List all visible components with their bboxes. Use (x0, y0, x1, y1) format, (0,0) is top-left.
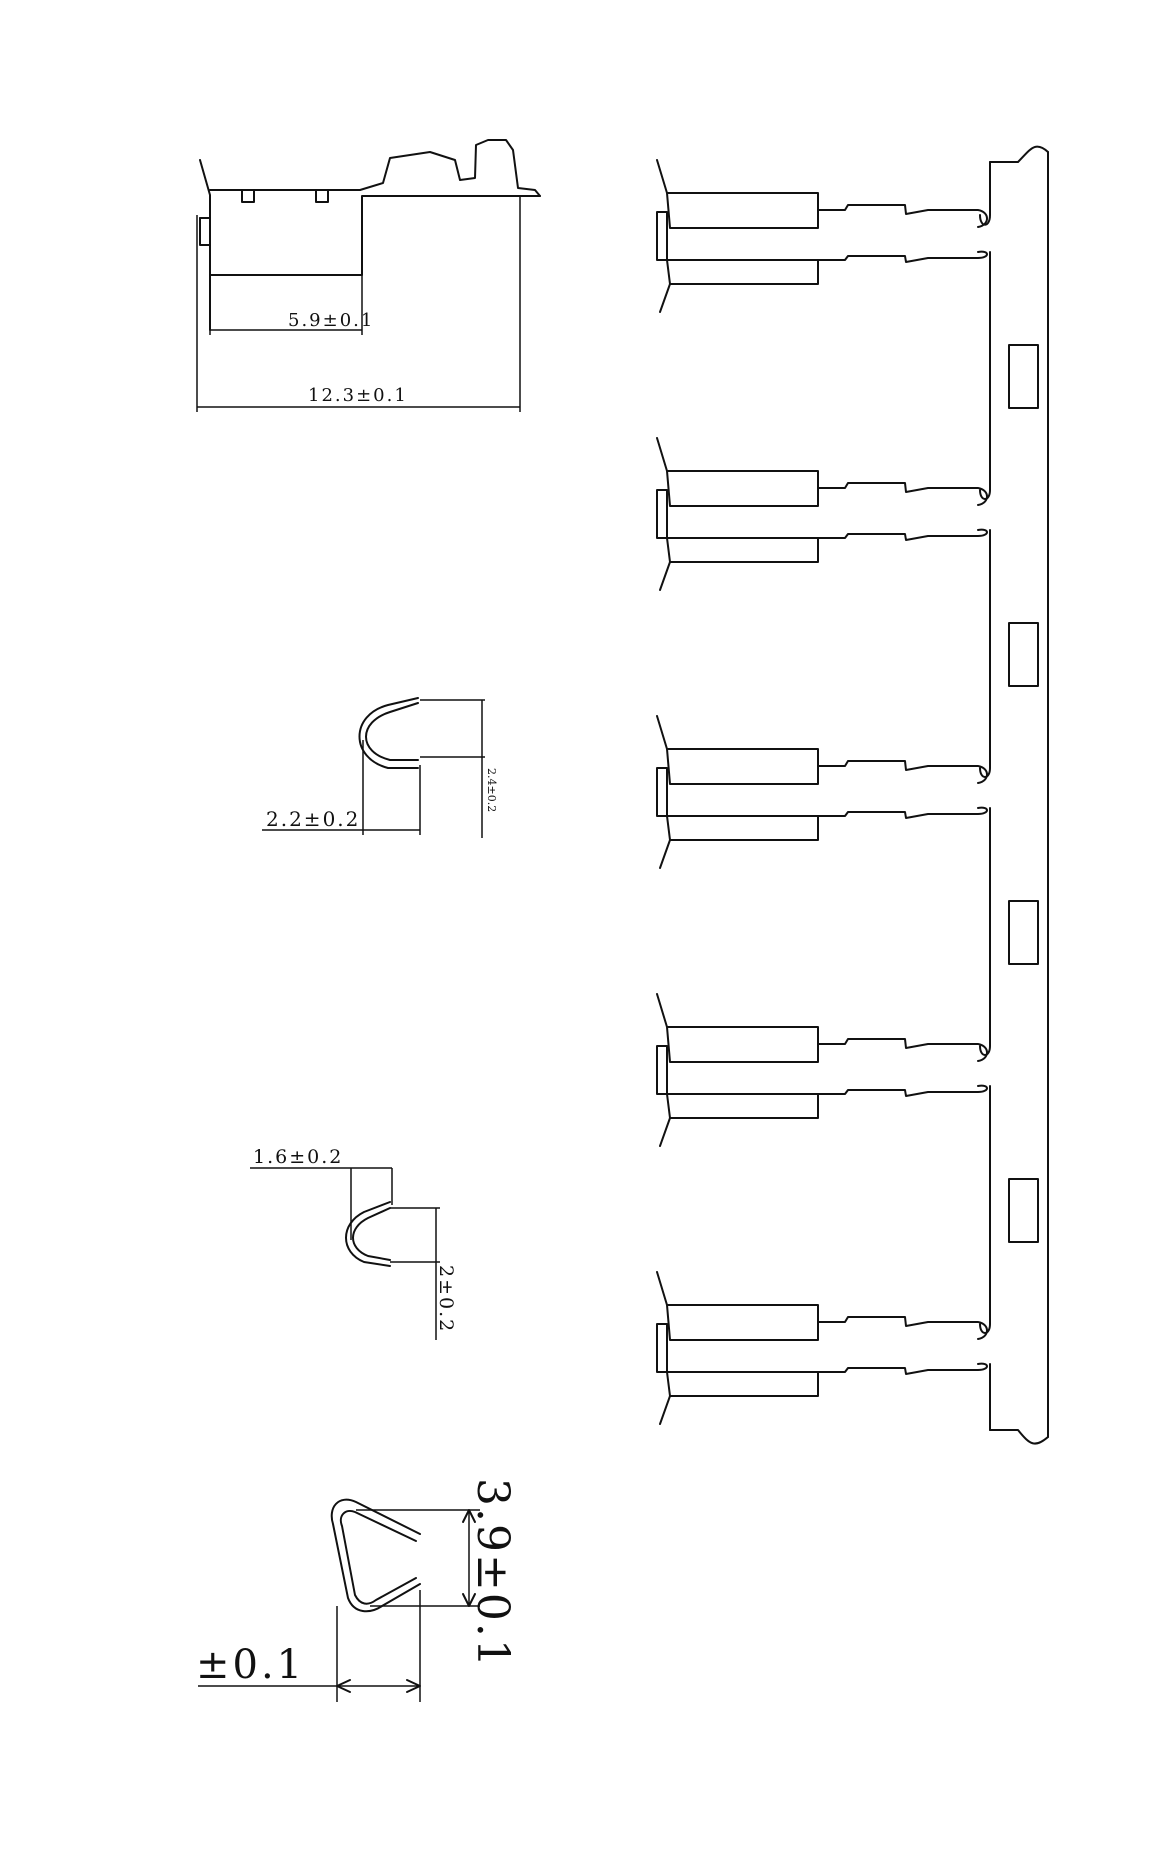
section-b: 1.6±0.2 2±0.2 (250, 1146, 457, 1340)
pilot-hole-2 (1008, 622, 1039, 687)
terminal-5 (656, 1271, 988, 1425)
dim-2-2: 2.2±0.2 (266, 807, 360, 831)
dim-2-4: 2.4±0.2 (485, 768, 498, 812)
terminal-4 (656, 993, 988, 1147)
dim-3-9: 3.9±0.1 (467, 1478, 518, 1669)
pilot-hole-1 (1008, 344, 1039, 409)
terminal-1 (656, 159, 988, 313)
pilot-hole-4 (1008, 1178, 1039, 1243)
dim-1-6: 1.6±0.2 (253, 1146, 343, 1168)
dim-tolerance: ±0.1 (196, 1642, 305, 1688)
dim-12-3: 12.3±0.1 (308, 385, 408, 406)
dim-5-9: 5.9±0.1 (288, 310, 374, 331)
terminal-3 (656, 715, 988, 869)
dim-2: 2±0.2 (435, 1265, 457, 1333)
terminal-strip (656, 145, 1049, 1445)
section-a: 2.2±0.2 2.4±0.2 (262, 697, 498, 838)
terminal-2 (656, 437, 988, 591)
side-view: 5.9±0.1 12.3±0.1 (196, 139, 541, 412)
section-c: 3.9±0.1 ±0.1 (196, 1478, 518, 1702)
pilot-hole-3 (1008, 900, 1039, 965)
